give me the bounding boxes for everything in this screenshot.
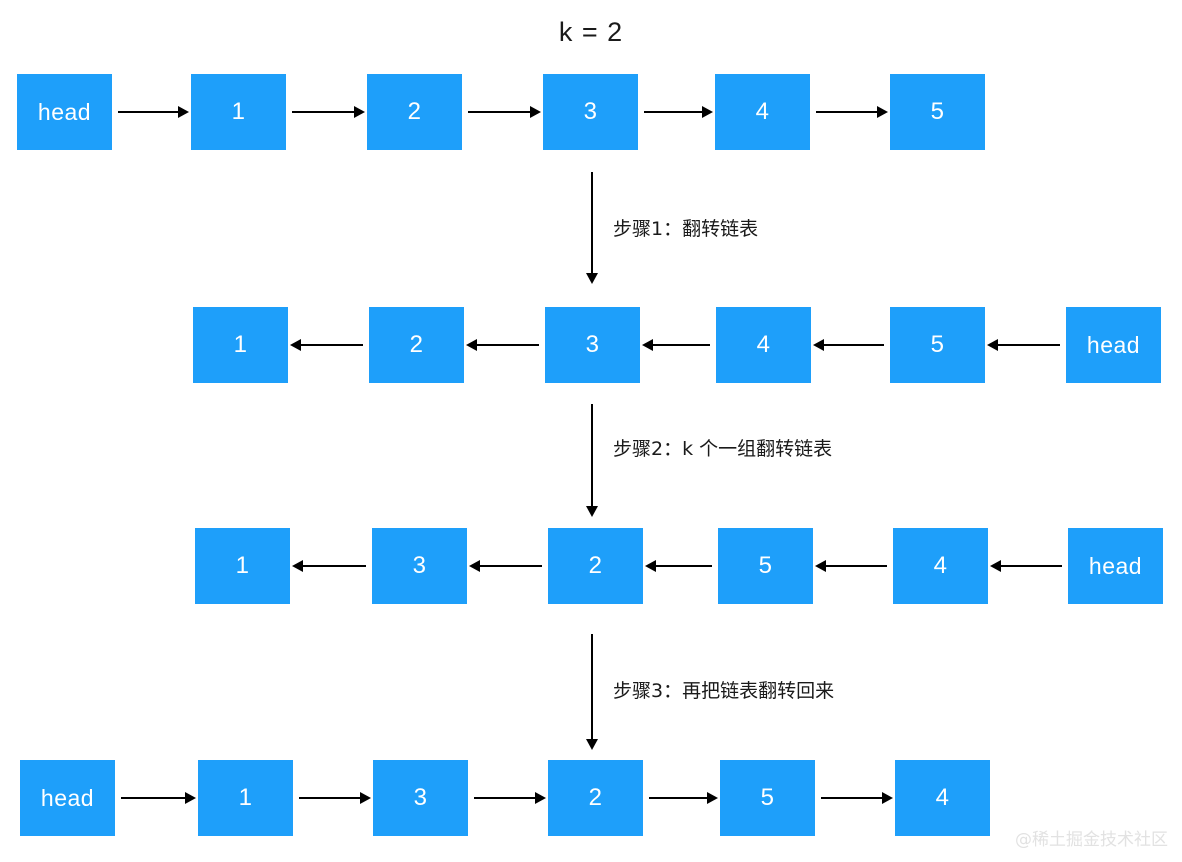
connector-line: [998, 344, 1060, 346]
arrow-head-left-icon: [292, 560, 303, 572]
arrow-head-left-icon: [642, 339, 653, 351]
arrow-head-right-icon: [360, 792, 371, 804]
arrow-head-right-icon: [877, 106, 888, 118]
step-arrow-line: [591, 172, 593, 275]
connector-line: [292, 111, 355, 113]
arrow-head-right-icon: [530, 106, 541, 118]
connector-line: [299, 797, 361, 799]
step-arrow-line: [591, 634, 593, 741]
connector-line: [118, 111, 179, 113]
connector-line: [656, 565, 712, 567]
arrow-head-right-icon: [354, 106, 365, 118]
arrow-head-left-icon: [290, 339, 301, 351]
list-node: 1: [198, 760, 293, 836]
list-node: head: [1066, 307, 1161, 383]
connector-line: [821, 797, 883, 799]
list-node: 2: [548, 760, 643, 836]
arrow-head-down-icon: [586, 739, 598, 750]
connector-line: [649, 797, 708, 799]
list-node: 1: [195, 528, 290, 604]
arrow-head-right-icon: [178, 106, 189, 118]
list-node: 3: [545, 307, 640, 383]
list-node: head: [1068, 528, 1163, 604]
connector-line: [653, 344, 710, 346]
step-1-label: 步骤1：翻转链表: [613, 218, 759, 240]
connector-line: [644, 111, 703, 113]
connector-line: [816, 111, 878, 113]
connector-line: [303, 565, 366, 567]
connector-line: [121, 797, 186, 799]
page-title: k = 2: [558, 17, 624, 47]
arrow-head-right-icon: [707, 792, 718, 804]
list-node: 2: [367, 74, 462, 150]
list-node: head: [17, 74, 112, 150]
arrow-head-left-icon: [466, 339, 477, 351]
list-node: head: [20, 760, 115, 836]
arrow-head-left-icon: [990, 560, 1001, 572]
arrow-head-right-icon: [535, 792, 546, 804]
list-node: 4: [715, 74, 810, 150]
list-node: 4: [716, 307, 811, 383]
list-node: 2: [369, 307, 464, 383]
list-node: 3: [543, 74, 638, 150]
connector-line: [824, 344, 884, 346]
list-node: 3: [372, 528, 467, 604]
arrow-head-down-icon: [586, 273, 598, 284]
arrow-head-left-icon: [645, 560, 656, 572]
list-node: 4: [893, 528, 988, 604]
list-node: 1: [193, 307, 288, 383]
arrow-head-left-icon: [987, 339, 998, 351]
step-arrow-line: [591, 404, 593, 508]
list-node: 5: [890, 307, 985, 383]
connector-line: [477, 344, 539, 346]
arrow-head-right-icon: [882, 792, 893, 804]
connector-line: [474, 797, 536, 799]
connector-line: [480, 565, 542, 567]
arrow-head-left-icon: [813, 339, 824, 351]
list-node: 4: [895, 760, 990, 836]
arrow-head-right-icon: [185, 792, 196, 804]
list-node: 5: [718, 528, 813, 604]
arrow-head-left-icon: [815, 560, 826, 572]
arrow-head-right-icon: [702, 106, 713, 118]
connector-line: [1001, 565, 1062, 567]
arrow-head-left-icon: [469, 560, 480, 572]
connector-line: [826, 565, 887, 567]
watermark: @稀土掘金技术社区: [1015, 830, 1168, 850]
list-node: 5: [720, 760, 815, 836]
connector-line: [301, 344, 363, 346]
list-node: 5: [890, 74, 985, 150]
step-3-label: 步骤3：再把链表翻转回来: [613, 680, 835, 702]
arrow-head-down-icon: [586, 506, 598, 517]
connector-line: [468, 111, 531, 113]
step-2-label: 步骤2：k 个一组翻转链表: [613, 438, 833, 460]
list-node: 2: [548, 528, 643, 604]
list-node: 3: [373, 760, 468, 836]
list-node: 1: [191, 74, 286, 150]
